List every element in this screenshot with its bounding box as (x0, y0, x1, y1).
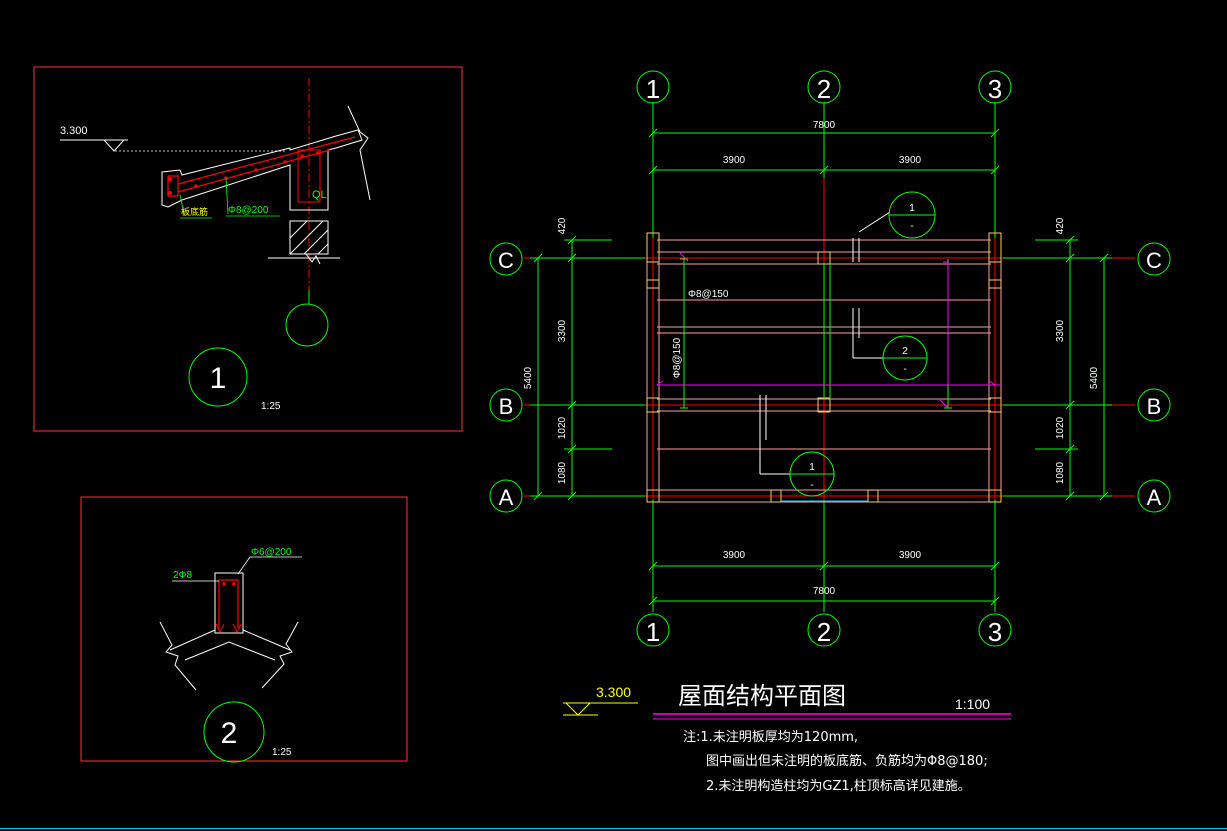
detail-1-axis-bubble (285, 303, 329, 347)
detail-1-number-circle (188, 347, 248, 407)
axis-label-right-A: A (1147, 485, 1162, 510)
detail-1-label-rebar: Φ8@200 (228, 205, 269, 216)
section-tag-3-sub: - (810, 480, 813, 491)
axis-label-right-C: C (1146, 248, 1162, 273)
plan-dim-bottom-bay-2: 3900 (899, 550, 922, 561)
plan-dim-right-1080: 1080 (1055, 461, 1066, 484)
plan-dim-right-1020: 1020 (1055, 416, 1066, 439)
section-tag-2-sub: - (903, 364, 906, 375)
axis-bubble-bottom-1: 1 (636, 613, 670, 647)
roof-structure-plan: 7800 3900 3900 3900 3900 7800 (489, 70, 1171, 647)
detail-1-label-beam: QL (312, 189, 327, 201)
title-block-note-2: 图中画出但未注明的板底筋、负筋均为Φ8@180; (706, 753, 988, 769)
plan-section-cuts (759, 211, 891, 475)
plan-dim-top-bay-1: 3900 (723, 155, 746, 166)
detail-1: 3.300 板底筋 Φ8 (33, 66, 463, 432)
plan-dim-bottom-bay-1: 3900 (723, 550, 746, 561)
plan-dimensions-bottom (648, 500, 1000, 612)
plan-dim-right-total: 5400 (1089, 366, 1100, 389)
plan-dim-left-3300: 3300 (557, 319, 568, 342)
axis-label-top-3: 3 (988, 74, 1002, 104)
axis-bubble-top-3: 3 (978, 70, 1012, 104)
section-tag-2-number: 2 (902, 346, 908, 357)
axis-label-right-B: B (1147, 394, 1162, 419)
axis-label-top-2: 2 (817, 74, 831, 104)
detail-2-number-circle (203, 701, 265, 763)
axis-bubble-top-2: 2 (807, 70, 841, 104)
axis-label-left-C: C (498, 248, 514, 273)
axis-label-left-B: B (499, 394, 514, 419)
axis-bubble-bottom-2: 2 (807, 613, 841, 647)
title-block-note-3: 2.未注明构造柱均为GZ1,柱顶标高详见建施。 (706, 778, 971, 794)
detail-2-number: 2 (221, 717, 238, 750)
axis-bubble-left-B: B (489, 388, 523, 422)
title-block-scale: 1:100 (955, 696, 990, 712)
plan-dim-left-1020: 1020 (557, 416, 568, 439)
axis-label-bottom-2: 2 (817, 617, 831, 647)
plan-dim-right-420: 420 (1055, 217, 1066, 234)
detail-1-elevation: 3.300 (60, 125, 88, 137)
title-block-title: 屋面结构平面图 (678, 682, 846, 710)
plan-dimensions-top (648, 102, 1000, 238)
plan-dim-right-3300: 3300 (1055, 319, 1066, 342)
detail-1-label-slab-bottom: 板底筋 (181, 206, 208, 218)
plan-dim-left-1080: 1080 (557, 461, 568, 484)
title-block-note-1: 注:1.未注明板厚均为120mm, (683, 730, 858, 745)
axis-bubble-right-A: A (1137, 479, 1171, 513)
axis-label-bottom-1: 1 (646, 617, 660, 647)
detail-1-frame (33, 66, 463, 432)
section-tag-1-sub: - (910, 221, 913, 232)
plan-rebar-horizontal-label: Φ8@150 (688, 289, 729, 300)
detail-1-slab-section (161, 129, 363, 211)
plan-dim-top-bay-2: 3900 (899, 155, 922, 166)
plan-dimensions-right (1003, 235, 1112, 501)
plan-dim-bottom-total: 7800 (813, 586, 836, 597)
viewport-bottom-border (0, 828, 1227, 829)
section-tag-3-number: 1 (809, 462, 815, 473)
axis-label-bottom-3: 3 (988, 617, 1002, 647)
detail-1-scale: 1:25 (261, 401, 281, 412)
plan-dim-top-total: 7800 (813, 120, 836, 131)
title-block-elevation: 3.300 (596, 684, 631, 700)
plan-section-tag-1-bottom: 1 - (789, 451, 835, 497)
plan-rebar-vertical-label: Φ8@150 (672, 337, 683, 378)
plan-dim-left-total: 5400 (523, 366, 534, 389)
plan-section-tag-1-top: 1 - (888, 191, 936, 239)
plan-dimensions-left (530, 235, 645, 501)
axis-bubble-right-B: B (1137, 388, 1171, 422)
plan-section-tag-2: 2 - (882, 335, 928, 381)
axis-bubble-bottom-3: 3 (978, 613, 1012, 647)
title-block: 3.300 屋面结构平面图 1:100 注:1.未注明板厚均为120mm, 图中… (563, 682, 1011, 794)
section-tag-1-number: 1 (909, 203, 915, 214)
axis-bubble-left-A: A (489, 479, 523, 513)
axis-bubble-top-1: 1 (636, 70, 670, 104)
detail-2-frame (80, 496, 408, 762)
axis-bubble-right-C: C (1137, 242, 1171, 276)
detail-1-number: 1 (210, 362, 227, 395)
detail-2-label-top-rebar: 2Φ8 (173, 570, 193, 581)
axis-label-top-1: 1 (646, 74, 660, 104)
detail-2: 2Φ8 Φ6@200 2 1:25 (80, 496, 408, 763)
detail-2-label-stirrup: Φ6@200 (251, 547, 292, 558)
detail-2-scale: 1:25 (272, 747, 292, 758)
plan-dim-left-420: 420 (557, 217, 568, 234)
axis-label-left-A: A (499, 485, 514, 510)
plan-beams (646, 239, 1002, 503)
plan-columns (646, 232, 1002, 503)
axis-bubble-left-C: C (489, 242, 523, 276)
